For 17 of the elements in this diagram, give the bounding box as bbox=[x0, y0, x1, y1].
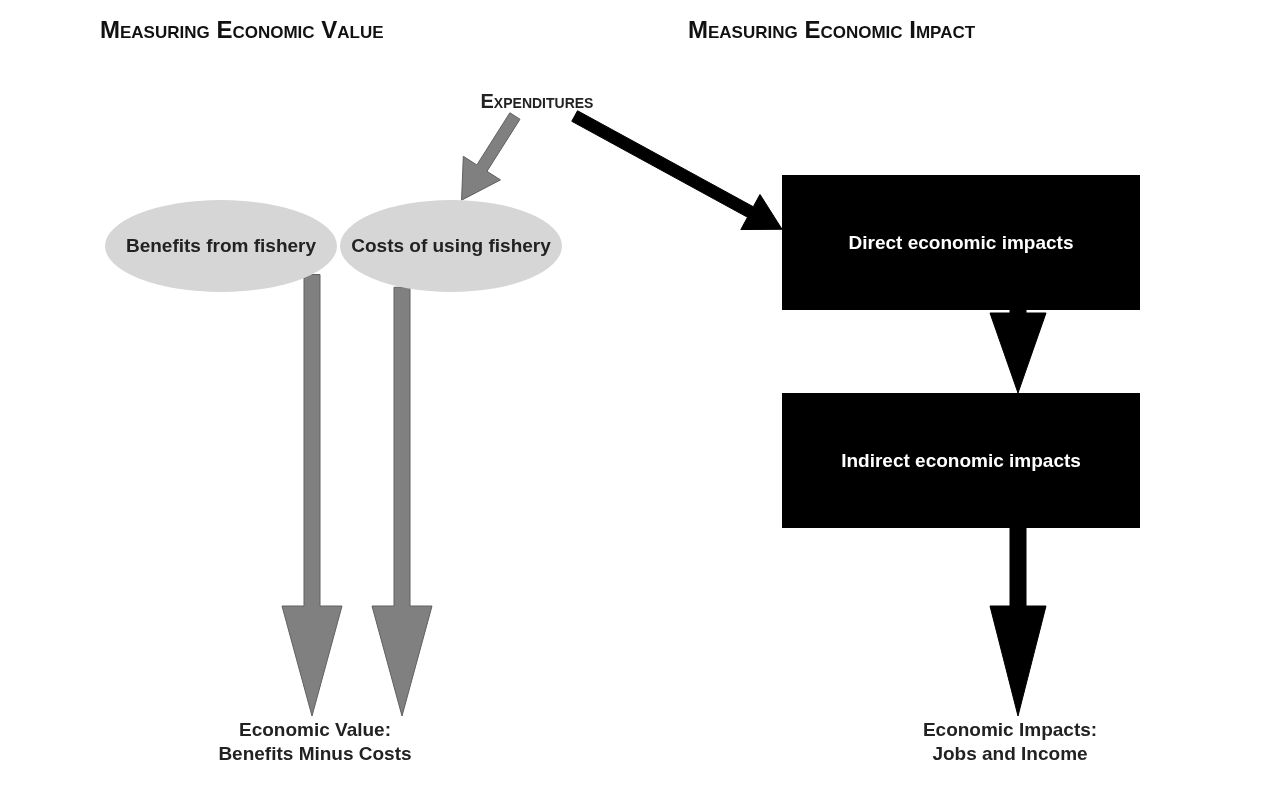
box-label: Indirect economic impacts bbox=[841, 448, 1081, 473]
section-heading: Measuring Economic Impact bbox=[688, 16, 976, 44]
result-label: Economic Impacts: Jobs and Income bbox=[921, 718, 1099, 766]
result-label: Economic Value: Benefits Minus Costs bbox=[217, 718, 413, 766]
ellipse-label: Costs of using fishery bbox=[351, 234, 551, 258]
section-heading: Measuring Economic Value bbox=[100, 16, 384, 44]
box-label: Direct economic impacts bbox=[848, 230, 1074, 255]
flow-label: Expenditures bbox=[480, 88, 594, 114]
arrow bbox=[461, 112, 521, 201]
arrow bbox=[571, 110, 783, 231]
process-box bbox=[782, 175, 1140, 310]
arrow bbox=[989, 309, 1047, 394]
arrow bbox=[281, 274, 343, 717]
process-box bbox=[782, 393, 1140, 528]
ellipse-label: Benefits from fishery bbox=[125, 234, 316, 258]
arrow bbox=[371, 286, 433, 717]
arrow bbox=[989, 527, 1047, 717]
